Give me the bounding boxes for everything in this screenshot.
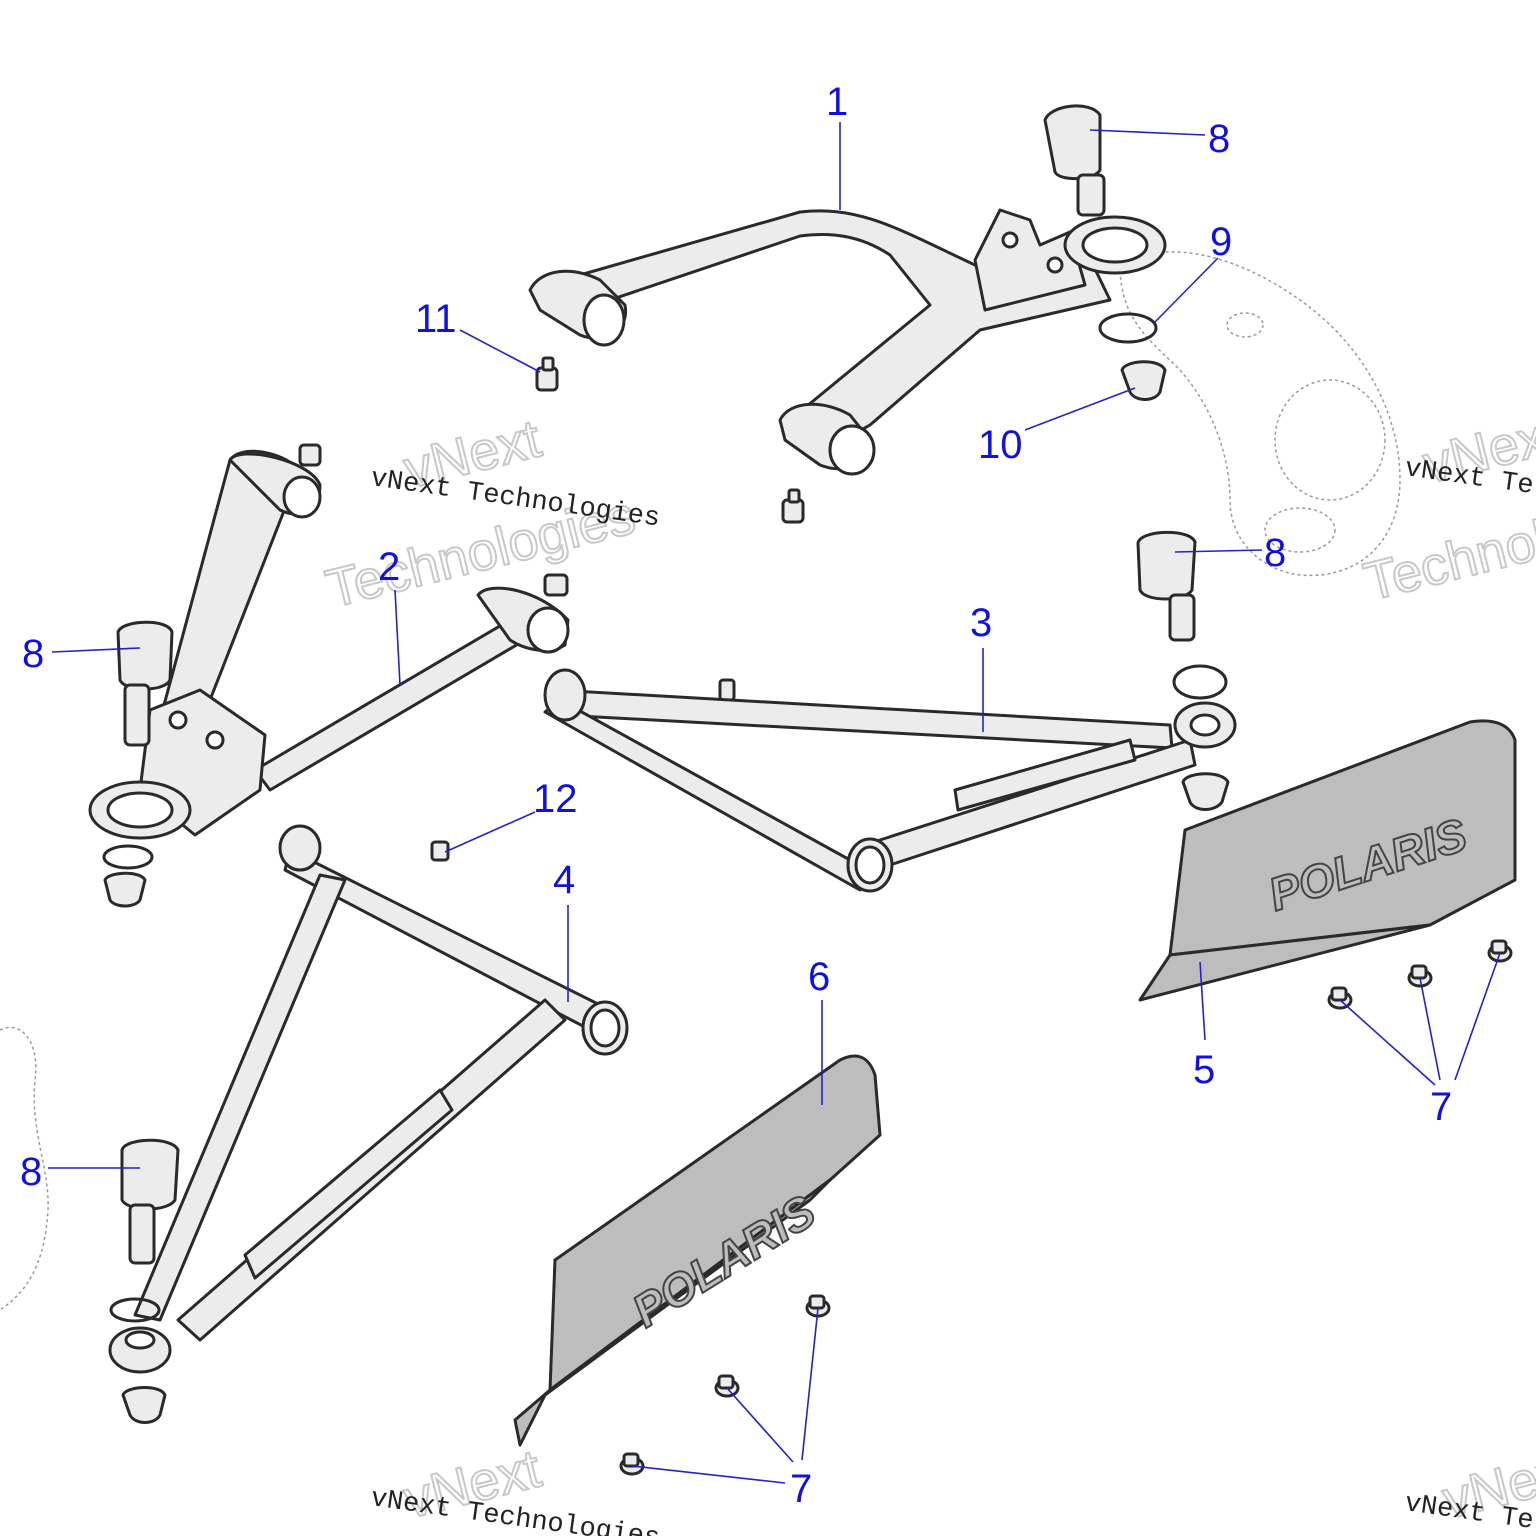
callout-8-right-middle: 8 <box>1264 531 1286 575</box>
callout-8-left-lower: 8 <box>20 1150 42 1194</box>
grease-fitting-a <box>781 488 805 524</box>
callout-11: 11 <box>415 297 457 341</box>
callout-3: 3 <box>970 601 992 645</box>
callout-12: 12 <box>533 777 578 821</box>
callout-6: 6 <box>808 955 830 999</box>
ball-joint-right-middle <box>1136 530 1197 642</box>
grease-fitting-c <box>543 573 569 597</box>
screw-r2 <box>1407 964 1433 988</box>
snap-ring-top <box>1098 312 1158 344</box>
bushing-left <box>103 871 147 908</box>
ball-joint-left-middle <box>116 620 174 747</box>
callout-1: 1 <box>826 80 848 124</box>
steering-knuckle-outline <box>1119 251 1401 577</box>
screw-l3 <box>619 1452 645 1476</box>
grease-fitting-11 <box>535 356 559 392</box>
callout-7-right: 7 <box>1430 1085 1452 1129</box>
a-arm-guard-left: POLARIS <box>513 1054 882 1447</box>
screw-l2 <box>714 1374 740 1398</box>
grease-fitting-b <box>298 443 322 467</box>
bushing-right <box>1181 772 1230 811</box>
lower-control-arm-right <box>543 668 1237 893</box>
ball-joint-left-lower <box>120 1138 180 1265</box>
callout-4: 4 <box>553 858 575 902</box>
callout-8-top: 8 <box>1208 117 1230 161</box>
snap-ring-left <box>102 844 154 870</box>
callout-2: 2 <box>378 545 400 589</box>
snap-ring-left-lower <box>109 1297 161 1323</box>
callout-5: 5 <box>1193 1048 1215 1092</box>
callout-7-left: 7 <box>790 1467 812 1511</box>
callout-9: 9 <box>1210 220 1232 264</box>
left-upper-control-arm <box>88 449 570 840</box>
leader-lines <box>48 122 1501 1484</box>
bushing-left-lower <box>121 1386 167 1424</box>
grease-fitting-d <box>718 678 736 702</box>
callout-10: 10 <box>978 423 1023 467</box>
callout-labels: 1 8 9 10 11 2 8 3 8 12 4 8 6 5 7 7 <box>20 80 1452 1511</box>
a-arm-guard-right: POLARIS <box>1138 719 1517 1002</box>
bushing-top <box>1120 360 1167 401</box>
ball-joint-top <box>1043 104 1106 217</box>
lower-control-arm-left <box>108 824 629 1374</box>
upper-control-arm <box>528 208 1167 476</box>
screw-r1 <box>1327 986 1353 1010</box>
snap-ring-right <box>1172 664 1228 700</box>
screw-r3 <box>1487 939 1513 963</box>
callout-8-left-middle: 8 <box>22 632 44 676</box>
